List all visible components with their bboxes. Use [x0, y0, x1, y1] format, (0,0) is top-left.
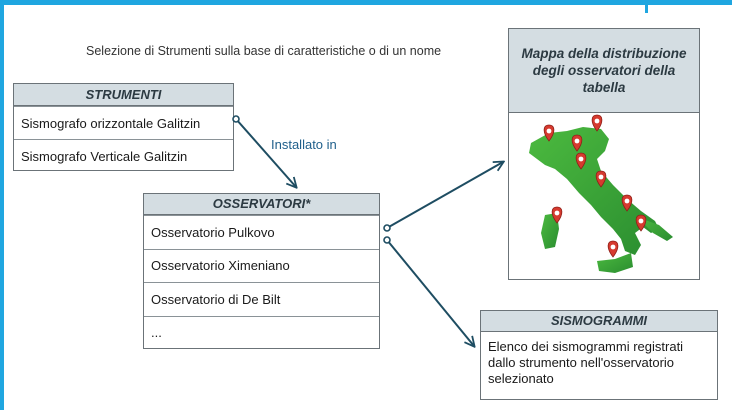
location-pin-icon [591, 114, 603, 132]
table-row[interactable]: Sismografo orizzontale Galitzin [14, 106, 233, 139]
table-row[interactable]: Sismografo Verticale Galitzin [14, 139, 233, 172]
arrow-strumenti-to-osservatori [235, 118, 296, 187]
location-pin-icon [575, 152, 587, 170]
sismogrammi-description: Elenco dei sismogrammi registrati dallo … [488, 339, 684, 386]
location-pin-icon [595, 170, 607, 188]
mappa-header: Mappa della distribuzione degli osservat… [509, 29, 699, 113]
frame-top-border [0, 0, 732, 5]
arrow-osservatori-to-sismogrammi [386, 239, 474, 346]
table-row[interactable]: Osservatorio Pulkovo [144, 215, 379, 249]
map-area[interactable] [509, 113, 699, 279]
sismogrammi-header: SISMOGRAMMI [481, 311, 717, 332]
table-row[interactable]: Osservatorio Ximeniano [144, 248, 379, 283]
strumenti-table: STRUMENTI Sismografo orizzontale Galitzi… [13, 83, 234, 171]
mappa-panel: Mappa della distribuzione degli osservat… [508, 28, 700, 280]
sismogrammi-panel: SISMOGRAMMI Elenco dei sismogrammi regis… [480, 310, 718, 400]
table-row[interactable]: Osservatorio di De Bilt [144, 282, 379, 316]
diagram-caption: Selezione di Strumenti sulla base di car… [86, 44, 442, 58]
strumenti-row-label: Sismografo orizzontale Galitzin [21, 115, 201, 131]
osservatori-table: OSSERVATORI* Osservatorio Pulkovo Osserv… [143, 193, 380, 349]
osservatori-row-label: Osservatorio di De Bilt [151, 291, 281, 307]
table-row[interactable]: ... [144, 315, 379, 350]
location-pin-icon [571, 134, 583, 152]
connector-dot [383, 224, 391, 232]
osservatori-header: OSSERVATORI* [144, 194, 379, 215]
mappa-title: Mappa della distribuzione degli osservat… [521, 46, 687, 95]
italy-map-icon [529, 114, 673, 273]
location-pin-icon [551, 206, 563, 224]
edge-label-installato-in: Installato in [271, 137, 337, 152]
connector-dot [232, 115, 240, 123]
frame-left-border [0, 0, 4, 410]
strumenti-header: STRUMENTI [14, 84, 233, 106]
strumenti-row-label: Sismografo Verticale Galitzin [21, 148, 188, 164]
pin-group [543, 114, 647, 258]
osservatori-row-label: Osservatorio Ximeniano [151, 258, 290, 274]
location-pin-icon [543, 124, 555, 142]
osservatori-row-label: ... [151, 325, 162, 341]
frame-tick [645, 0, 648, 13]
location-pin-icon [621, 194, 633, 212]
location-pin-icon [635, 214, 647, 232]
arrow-osservatori-to-mappa [386, 162, 503, 229]
location-pin-icon [607, 240, 619, 258]
osservatori-row-label: Osservatorio Pulkovo [151, 224, 275, 240]
connector-dot [383, 236, 391, 244]
